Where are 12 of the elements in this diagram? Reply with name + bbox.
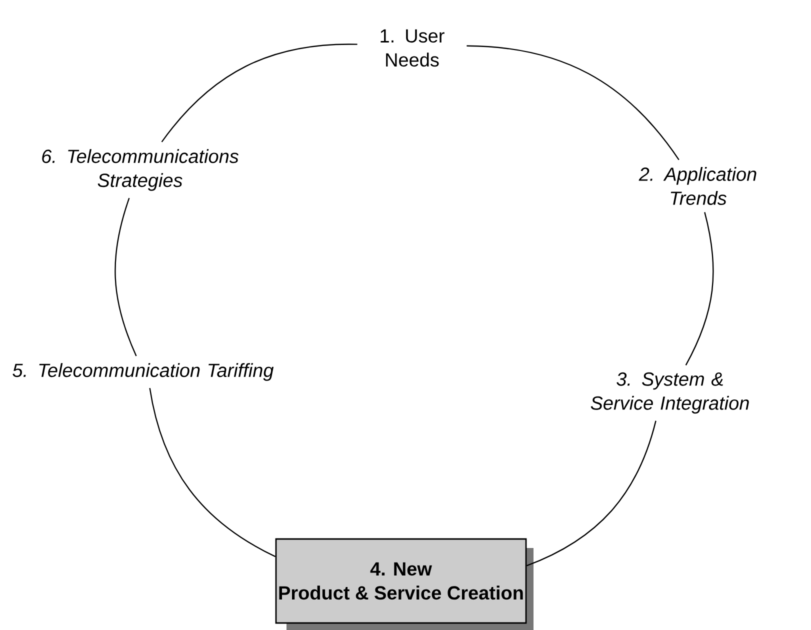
stage-label: 5. Telecommunication Tariffing [12,363,274,381]
stage-label: 6. Telecommunications Strategies [42,149,239,191]
arc-line [149,388,276,558]
arc-line [526,420,656,566]
stage-label: 3. System & Service Integration [590,372,749,414]
arc-line [114,198,137,356]
arc-line [685,212,714,366]
stage-label: 1. User Needs [380,29,444,67]
arc-line [161,44,358,142]
process-box: 4. New Product & Service Creation [275,538,534,630]
arc-line [466,45,680,160]
stage-label: 2. Application Trends [638,167,756,205]
